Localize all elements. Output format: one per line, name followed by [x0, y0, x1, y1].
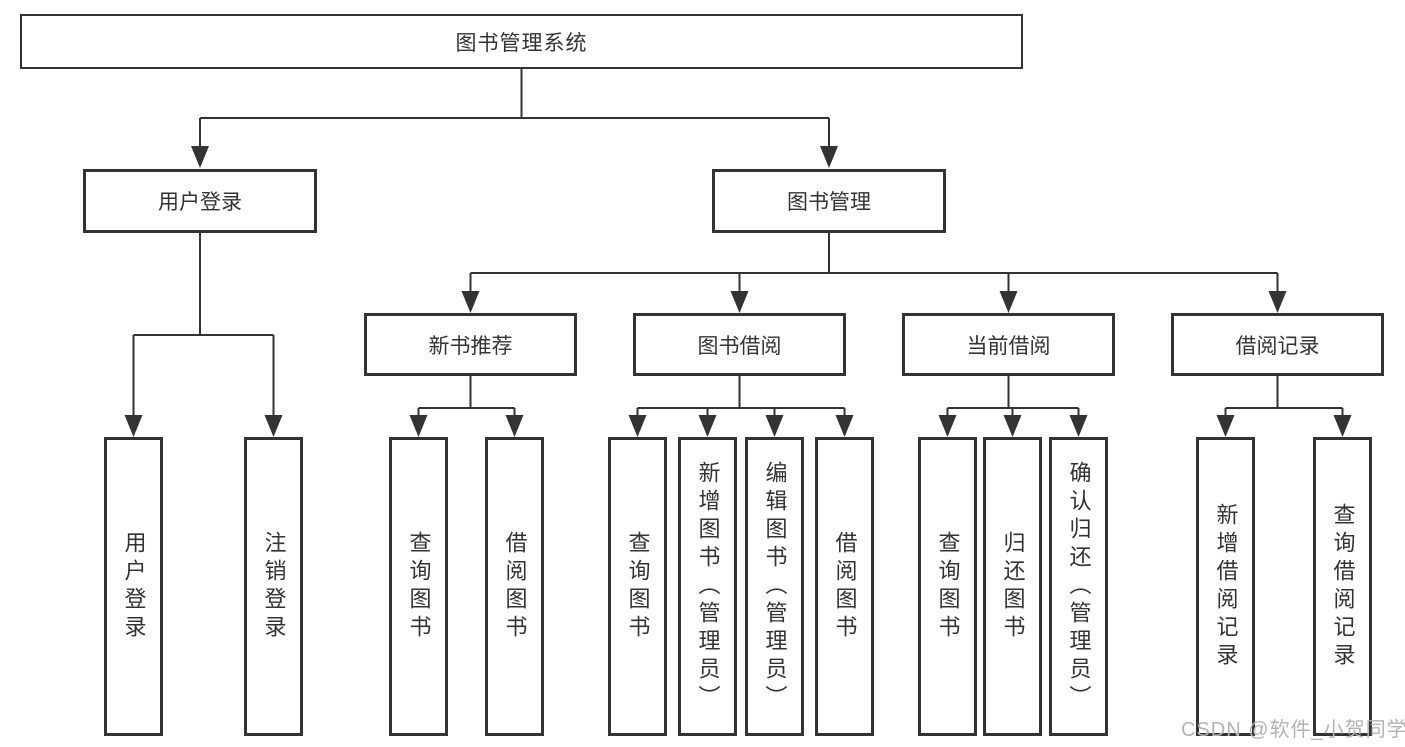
leaf-borrow-book: 借阅图书	[815, 437, 874, 736]
leaf-edit-book-admin: 编辑图书（管理员）	[745, 437, 804, 736]
node-label: 新书推荐	[428, 334, 513, 358]
node-label: 查询图书	[406, 530, 432, 643]
watermark: CSDN @软件_小贺同学	[1181, 719, 1405, 741]
node-label: 新增图书（管理员）	[695, 460, 721, 713]
arrow-icon	[505, 415, 524, 437]
arrow-icon	[264, 415, 283, 437]
arrow-icon	[938, 415, 957, 437]
arrow-icon	[191, 146, 209, 168]
node-label: 新增借阅记录	[1213, 502, 1239, 671]
leaf-return-book: 归还图书	[983, 437, 1042, 736]
node-label: 确认归还（管理员）	[1066, 460, 1092, 713]
leaf-query-book-recommend: 查询图书	[389, 437, 448, 736]
arrow-icon	[820, 146, 838, 168]
node-label: 查询图书	[625, 530, 651, 643]
node-new-book-recommend: 新书推荐	[364, 313, 577, 376]
arrow-icon	[1216, 415, 1235, 437]
node-root-system: 图书管理系统	[20, 14, 1023, 69]
arrow-icon	[461, 291, 480, 313]
node-label: 当前借阅	[966, 334, 1051, 358]
arrow-icon	[999, 291, 1018, 313]
arrow-icon	[628, 415, 647, 437]
node-label: 借阅图书	[502, 530, 528, 643]
leaf-query-borrow-record: 查询借阅记录	[1313, 437, 1372, 736]
connector-new-book-children	[417, 376, 516, 420]
arrow-icon	[1069, 415, 1088, 437]
node-label: 用户登录	[121, 530, 147, 643]
node-label: 注销登录	[261, 530, 287, 643]
arrow-icon	[1003, 415, 1022, 437]
node-label: 图书管理系统	[455, 31, 588, 55]
arrow-icon	[765, 415, 784, 437]
leaf-query-book-borrow: 查询图书	[608, 437, 667, 736]
connector-user-login-children	[132, 233, 275, 420]
arrowheads	[124, 146, 1352, 437]
connector-root-to-level2	[199, 69, 830, 150]
leaf-user-login: 用户登录	[104, 437, 163, 736]
connector-book-mgmt-to-level3	[469, 233, 1279, 296]
arrow-icon	[124, 415, 143, 437]
node-label: 借阅记录	[1235, 334, 1320, 358]
arrow-icon	[409, 415, 428, 437]
node-label: 用户登录	[158, 191, 242, 214]
node-label: 图书管理	[787, 191, 871, 214]
node-label: 查询图书	[935, 530, 961, 643]
connector-borrow-record-children	[1224, 376, 1344, 420]
arrow-icon	[698, 415, 717, 437]
arrow-icon	[730, 291, 749, 313]
node-book-borrow: 图书借阅	[633, 313, 846, 376]
leaf-confirm-return-admin: 确认归还（管理员）	[1049, 437, 1108, 736]
node-current-borrow: 当前借阅	[902, 313, 1115, 376]
leaf-query-book-current: 查询图书	[918, 437, 977, 736]
connector-current-borrow-children	[946, 376, 1080, 420]
arrow-icon	[1333, 415, 1352, 437]
node-label: 编辑图书（管理员）	[762, 460, 788, 713]
arrow-icon	[835, 415, 854, 437]
node-label: 归还图书	[1000, 530, 1026, 643]
leaf-add-book-admin: 新增图书（管理员）	[678, 437, 737, 736]
node-label: 借阅图书	[832, 530, 858, 643]
leaf-logout: 注销登录	[244, 437, 303, 736]
node-user-login: 用户登录	[83, 169, 317, 233]
node-label: 查询借阅记录	[1330, 502, 1356, 671]
node-borrow-record: 借阅记录	[1171, 313, 1384, 376]
arrow-icon	[1268, 291, 1287, 313]
leaf-add-borrow-record: 新增借阅记录	[1196, 437, 1255, 736]
node-book-management: 图书管理	[712, 169, 946, 233]
node-label: 图书借阅	[697, 334, 782, 358]
leaf-borrow-book-recommend: 借阅图书	[485, 437, 544, 736]
connector-book-borrow-children	[636, 376, 846, 420]
